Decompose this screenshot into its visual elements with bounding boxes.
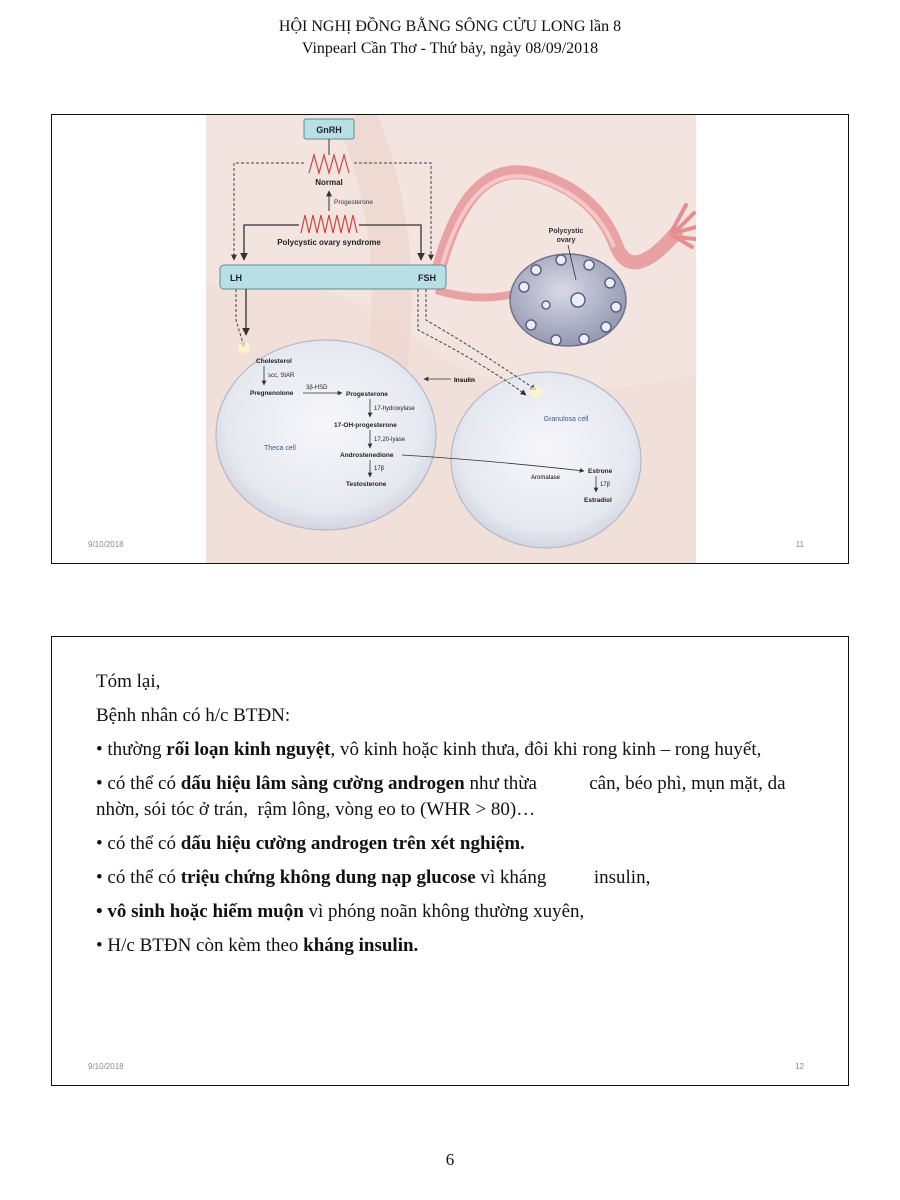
bullet-menstrual: • thường rối loạn kinh nguyệt, vô kinh h… [96, 739, 762, 760]
label-17b-theca: 17β [374, 466, 385, 472]
ovary-cysts [518, 254, 622, 346]
label-estrone: Estrone [588, 468, 613, 475]
fallopian-tube [429, 165, 683, 287]
label-theca-cell: Theca cell [264, 445, 296, 452]
label-androstenedione: Androstenedione [340, 452, 394, 459]
slide-12-date: 9/10/2018 [88, 1062, 124, 1071]
label-17-oh-progesterone: 17-OH-progesterone [334, 422, 397, 429]
label-insulin: Insulin [454, 377, 475, 384]
steroid-pathway: Cholesterol scc, StAR Pregnenolone 3β-HS… [250, 358, 415, 488]
header-title: HỘI NGHỊ ĐỒNG BẰNG SÔNG CỬU LONG lần 8 [278, 18, 622, 35]
conference-header: HỘI NGHỊ ĐỒNG BẰNG SÔNG CỬU LONG lần 8 V… [0, 16, 900, 60]
summary-text: Tóm lại, Bệnh nhân có h/c BTĐN: • thường… [96, 669, 816, 967]
bullet-clinical-androgen: • có thể có dấu hiệu lâm sàng cường andr… [96, 773, 791, 820]
fimbriae [670, 203, 696, 249]
summary-intro: Tóm lại, [96, 671, 161, 692]
lh-fsh-bar [219, 264, 447, 290]
label-granulosa-cell: Granulosa cell [544, 416, 589, 423]
slide-11-number: 11 [795, 540, 804, 549]
header-subtitle: Vinpearl Cần Thơ - Thứ bảy, ngày 08/09/2… [301, 40, 599, 57]
summary-subject: Bệnh nhân có h/c BTĐN: [96, 705, 291, 726]
granulosa-cell [450, 371, 642, 549]
label-fsh: FSH [418, 273, 436, 283]
bullet-insulin-resistance: • H/c BTĐN còn kèm theo kháng insulin. [96, 935, 419, 956]
label-testosterone: Testosterone [346, 481, 387, 488]
label-17-hydroxylase: 17-hydroxylase [374, 406, 415, 412]
label-ovary: ovary [557, 237, 576, 244]
page-number: 6 [445, 1150, 455, 1169]
label-scc-star: scc, StAR [268, 373, 295, 379]
slide-12-number: 12 [795, 1062, 804, 1071]
gnrh-label: GnRH [316, 125, 342, 135]
bullet-glucose: • có thể có triệu chứng không dung nạp g… [96, 867, 651, 888]
label-17b-granulosa: 17β [600, 482, 611, 488]
label-pcos: Polycystic ovary syndrome [277, 238, 381, 247]
estrogen-pathway: Estrone 17β Estradiol [584, 468, 613, 504]
label-lh: LH [230, 273, 242, 283]
label-polycystic: Polycystic [549, 228, 584, 235]
label-17-20-lyase: 17,20-lyase [374, 437, 406, 443]
label-progesterone-feedback: Progesterone [334, 199, 373, 206]
label-3b-hsd: 3β-HSD [306, 385, 328, 391]
bullet-lab-androgen: • có thể có dấu hiệu cường androgen trên… [96, 833, 525, 854]
bullet-infertility: • vô sinh hoặc hiếm muộn vì phóng noãn k… [96, 901, 585, 922]
polycystic-ovary [509, 253, 627, 347]
label-estradiol: Estradiol [584, 497, 612, 504]
slide-12: Tóm lại, Bệnh nhân có h/c BTĐN: • thường… [51, 636, 849, 1086]
label-pregnenolone: Pregnenolone [250, 390, 294, 397]
label-cholesterol: Cholesterol [256, 358, 292, 365]
normal-pulse [308, 152, 350, 176]
theca-cell [215, 339, 437, 531]
label-normal: Normal [315, 178, 343, 187]
label-aromatase: Aromatase [531, 475, 561, 481]
pcos-pathophysiology-figure: Polycystic ovary GnRH Normal Progesteron… [206, 115, 696, 563]
pcos-pulse [300, 214, 358, 234]
label-progesterone: Progesterone [346, 391, 388, 398]
slide-11: Polycystic ovary GnRH Normal Progesteron… [51, 114, 849, 564]
slide-11-date: 9/10/2018 [88, 540, 124, 549]
